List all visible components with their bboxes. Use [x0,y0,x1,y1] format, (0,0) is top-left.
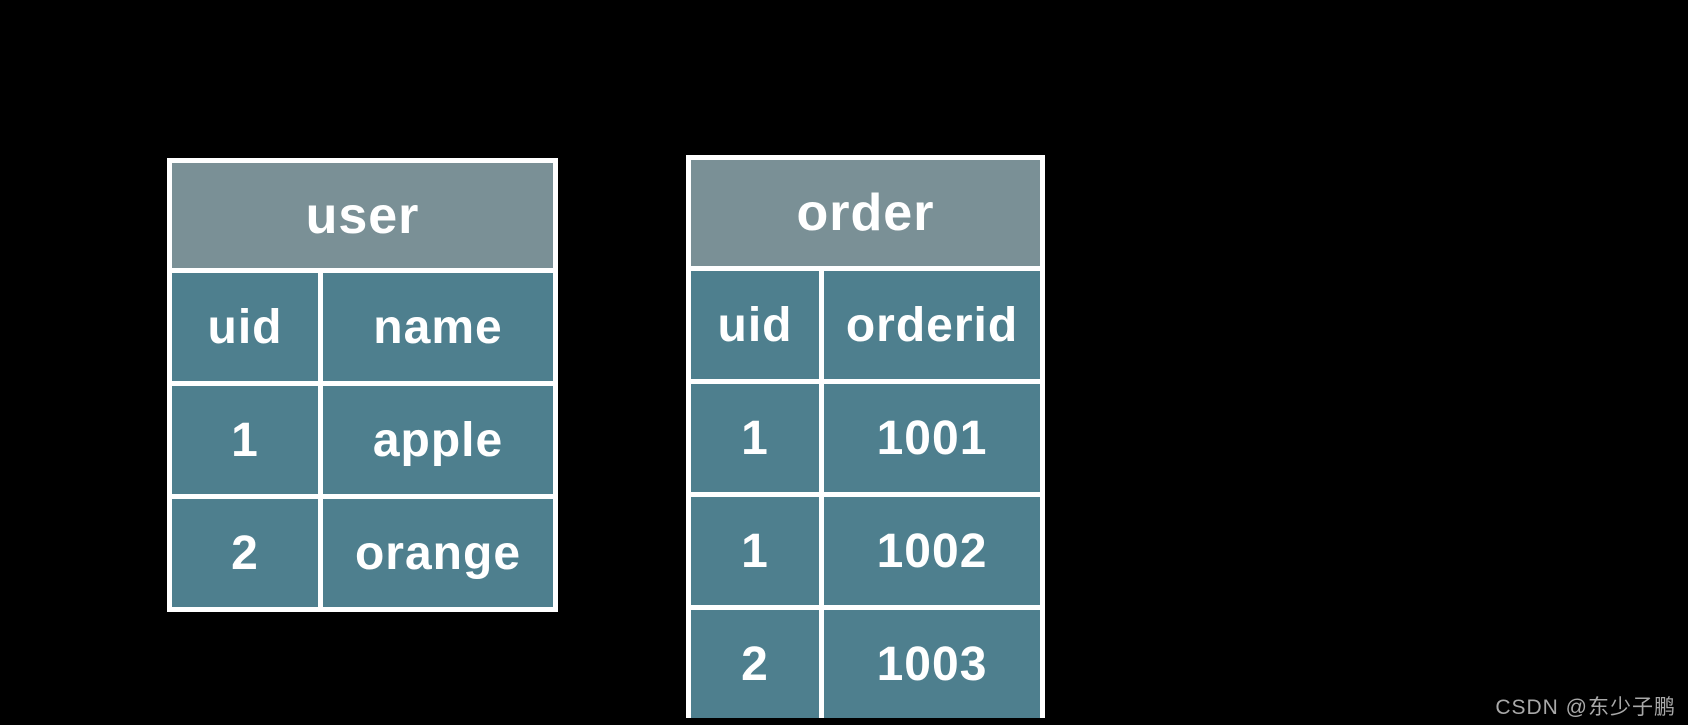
order-table-column-header-orderid: orderid [824,271,1040,379]
user-table-row1-uid: 1 [172,386,318,494]
user-table-column-header-uid: uid [172,273,318,381]
order-table-row1-orderid: 1001 [824,384,1040,492]
user-table-column-header-name: name [323,273,553,381]
user-table-title: user [172,163,553,268]
order-table-row1-uid: 1 [691,384,819,492]
order-table-row3-uid: 2 [691,610,819,718]
order-table-row3-orderid: 1003 [824,610,1040,718]
user-table: user uid name 1 apple 2 orange [167,158,558,612]
order-table: order uid orderid 1 1001 1 1002 2 1003 [686,155,1045,718]
csdn-watermark: CSDN @东少子鹏 [1495,696,1676,719]
order-table-row2-uid: 1 [691,497,819,605]
order-table-title: order [691,160,1040,266]
user-table-row1-name: apple [323,386,553,494]
order-table-row2-orderid: 1002 [824,497,1040,605]
user-table-row2-name: orange [323,499,553,607]
order-table-column-header-uid: uid [691,271,819,379]
user-table-row2-uid: 2 [172,499,318,607]
